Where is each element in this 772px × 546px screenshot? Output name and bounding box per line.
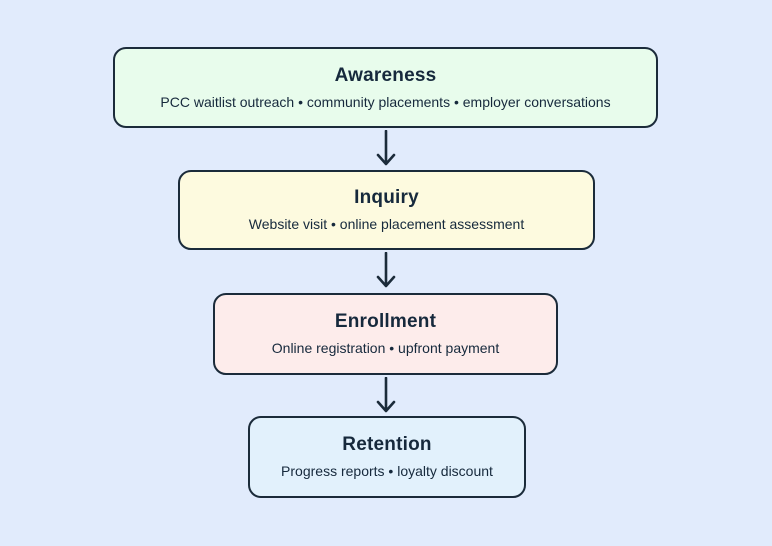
stage-box-inquiry: Inquiry Website visit • online placement… (178, 170, 595, 250)
stage-title-awareness: Awareness (334, 64, 437, 86)
stage-title-retention: Retention (342, 434, 432, 456)
stage-box-retention: Retention Progress reports • loyalty dis… (248, 416, 526, 498)
stage-box-awareness: Awareness PCC waitlist outreach • commun… (113, 47, 658, 128)
stage-details-enrollment: Online registration • upfront payment (271, 340, 500, 357)
down-arrow-icon (374, 252, 398, 290)
down-arrow-icon (374, 377, 398, 415)
stage-details-retention: Progress reports • loyalty discount (281, 463, 493, 480)
stage-details-awareness: PCC waitlist outreach • community placem… (160, 93, 611, 110)
stage-title-inquiry: Inquiry (354, 187, 419, 209)
stage-title-enrollment: Enrollment (334, 311, 437, 333)
stage-details-inquiry: Website visit • online placement assessm… (248, 216, 525, 233)
stage-box-enrollment: Enrollment Online registration • upfront… (213, 293, 558, 375)
down-arrow-icon (374, 130, 398, 168)
